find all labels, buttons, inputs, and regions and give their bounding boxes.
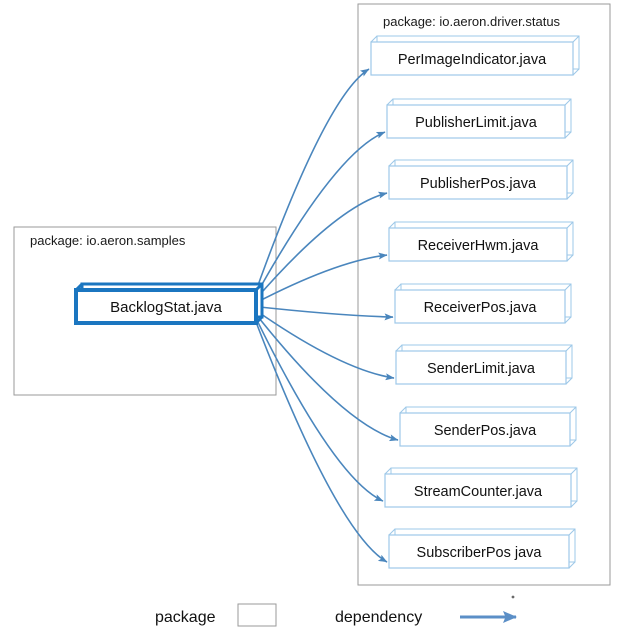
node-depth-edge [564,98,572,106]
node-body[interactable] [386,104,566,139]
class-node-backlogstat[interactable]: BacklogStat.java [74,282,264,325]
node-label: PerImageIndicator.java [398,52,547,68]
node-label: SubscriberPos java [417,545,543,561]
node-depth-edge [572,68,580,76]
node-depth-edge [388,221,396,229]
dependency-arrow-backlogstat-to-receiverpos [254,305,394,321]
node-depth-edge [569,439,577,447]
class-nodes-layer: PerImageIndicator.javaPublisherLimit.jav… [74,35,580,569]
node-body[interactable] [384,473,572,508]
class-node-subscriberpos[interactable]: SubscriberPos java [388,528,576,569]
class-node-publisherlimit[interactable]: PublisherLimit.java [386,98,572,139]
dependency-arrow-backlogstat-to-perimageindicator [254,68,370,294]
class-node-receiverpos[interactable]: ReceiverPos.java [394,283,572,324]
node-depth-edge [395,344,403,352]
class-node-publisherpos[interactable]: PublisherPos.java [388,159,574,200]
node-body[interactable] [388,227,568,262]
class-node-senderlimit[interactable]: SenderLimit.java [395,344,573,385]
node-depth-edge [384,467,392,475]
node-depth-edge [568,561,576,569]
node-depth-edge [388,528,396,536]
node-depth-edge [565,344,573,352]
dependency-arrow-backlogstat-to-senderpos [254,312,399,442]
node-depth-edge [564,131,572,139]
node-body[interactable] [399,412,571,447]
legend: package dependency [155,603,517,627]
node-depth-edge [568,528,576,536]
node-depth-edge [394,283,402,291]
node-depth-edge [564,316,572,324]
class-node-receiverhwm[interactable]: ReceiverHwm.java [388,221,574,262]
node-label: ReceiverHwm.java [418,238,540,254]
legend-package-label: package [155,609,216,626]
node-label: SenderPos.java [434,423,537,439]
node-depth-edge [572,35,580,43]
node-label: PublisherLimit.java [415,115,538,131]
node-body[interactable] [370,41,574,76]
dependency-arrow-backlogstat-to-senderlimit [254,309,395,381]
class-node-streamcounter[interactable]: StreamCounter.java [384,467,578,508]
dependency-arrow-backlogstat-to-subscriberpos [254,319,388,563]
dependency-arrow-backlogstat-to-receiverhwm [254,252,388,304]
package-label: package: io.aeron.samples [30,233,186,248]
node-depth-edge [388,159,396,167]
package-label: package: io.aeron.driver.status [383,14,561,29]
node-depth-edge [570,500,578,508]
node-depth-edge [370,35,378,43]
node-depth-edge [566,159,574,167]
node-label: ReceiverPos.java [424,300,538,316]
node-depth-edge [399,406,407,414]
node-depth-edge [565,377,573,385]
node-body[interactable] [388,165,568,200]
class-node-senderpos[interactable]: SenderPos.java [399,406,577,447]
node-label: BacklogStat.java [110,299,222,316]
node-depth-edge [569,406,577,414]
node-depth-edge [566,254,574,262]
node-label: StreamCounter.java [414,484,543,500]
dependency-arrow-backlogstat-to-publisherpos [254,191,388,301]
dependency-arrow-backlogstat-to-streamcounter [254,315,384,502]
node-depth-edge [566,192,574,200]
node-body[interactable] [388,534,570,569]
node-body[interactable] [394,289,566,324]
node-label: PublisherPos.java [420,176,537,192]
dependency-arrow-backlogstat-to-publisherlimit [254,131,386,298]
stray-dot-artifact [511,595,515,599]
legend-dependency-label: dependency [335,609,422,626]
node-depth-edge [564,283,572,291]
class-node-perimageindicator[interactable]: PerImageIndicator.java [370,35,580,76]
node-body[interactable] [395,350,567,385]
node-body[interactable] [74,288,258,325]
legend-package-swatch [237,603,277,627]
node-depth-edge [570,467,578,475]
dependency-arrows-layer [254,68,399,563]
node-depth-edge [386,98,394,106]
node-label: SenderLimit.java [427,361,536,377]
node-depth-edge [566,221,574,229]
